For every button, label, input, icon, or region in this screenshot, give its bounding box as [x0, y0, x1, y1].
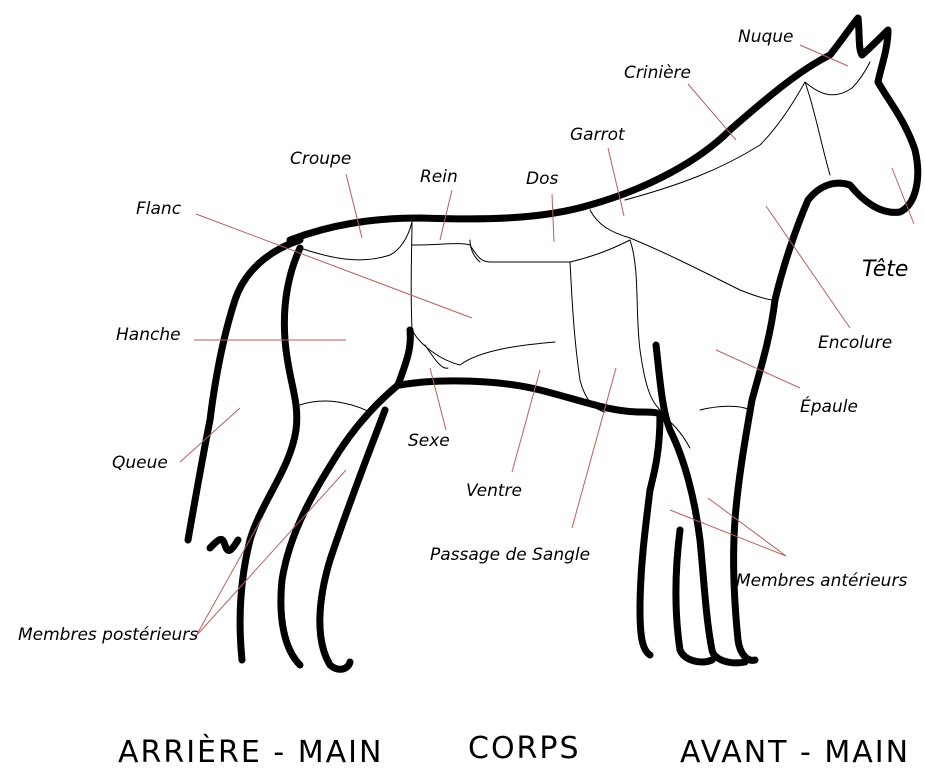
- leader-membres-posterieurs-1: [196, 518, 262, 636]
- label-sexe: Sexe: [408, 431, 450, 451]
- front-leg-outline: [656, 345, 745, 663]
- region-line-hip: [300, 401, 370, 412]
- label-croupe: Croupe: [290, 149, 351, 169]
- leader-membres-anterieurs-1: [708, 498, 786, 556]
- label-criniere: Crinière: [624, 63, 691, 83]
- label-dos: Dos: [526, 169, 558, 189]
- label-encolure: Encolure: [818, 333, 892, 353]
- label-garrot: Garrot: [570, 125, 626, 145]
- leader-membres-anterieurs-2: [670, 510, 786, 556]
- leader-nuque: [800, 45, 848, 66]
- part-labels: Nuque Crinière Garrot Croupe Rein Dos Fl…: [18, 27, 908, 645]
- hind-leg-3-outline: [320, 410, 385, 669]
- region-line-head: [805, 82, 830, 175]
- label-ventre: Ventre: [466, 481, 522, 501]
- label-tete: Tête: [862, 257, 908, 282]
- section-corps: CORPS: [468, 731, 581, 766]
- leader-sexe: [430, 368, 446, 430]
- label-rein: Rein: [420, 167, 458, 187]
- label-epaule: Épaule: [800, 395, 858, 417]
- section-avant-main: AVANT - MAIN: [680, 735, 910, 770]
- leader-criniere: [688, 84, 736, 140]
- tail-outline: [188, 240, 300, 550]
- leader-dos: [552, 194, 554, 242]
- section-arriere-main: ARRIÈRE - MAIN: [118, 734, 383, 770]
- front-leg-2-outline: [640, 415, 660, 655]
- label-flanc: Flanc: [136, 199, 182, 219]
- region-line-rein: [411, 222, 412, 330]
- section-titles: ARRIÈRE - MAIN CORPS AVANT - MAIN: [118, 731, 910, 770]
- label-nuque: Nuque: [738, 27, 794, 47]
- leader-rein: [440, 190, 452, 240]
- region-line-dos: [412, 244, 570, 262]
- region-line-body: [570, 262, 605, 412]
- leader-passage-sangle: [572, 368, 616, 528]
- region-line-back: [470, 240, 480, 262]
- label-hanche: Hanche: [116, 325, 181, 345]
- region-line-sexe: [412, 330, 555, 365]
- label-passage-sangle: Passage de Sangle: [430, 545, 590, 565]
- hind-leg-2-outline: [281, 330, 410, 665]
- label-queue: Queue: [112, 453, 168, 473]
- region-line-garrot: [590, 210, 775, 300]
- leader-croupe: [346, 174, 362, 238]
- hind-leg-outline: [240, 248, 300, 660]
- belly-outline: [400, 381, 662, 415]
- leader-garrot: [608, 148, 624, 216]
- region-line-shoulder: [570, 240, 660, 410]
- leader-encolure: [766, 206, 850, 328]
- label-membres-anterieurs: Membres antérieurs: [736, 571, 907, 591]
- label-membres-posterieurs: Membres postérieurs: [18, 625, 198, 645]
